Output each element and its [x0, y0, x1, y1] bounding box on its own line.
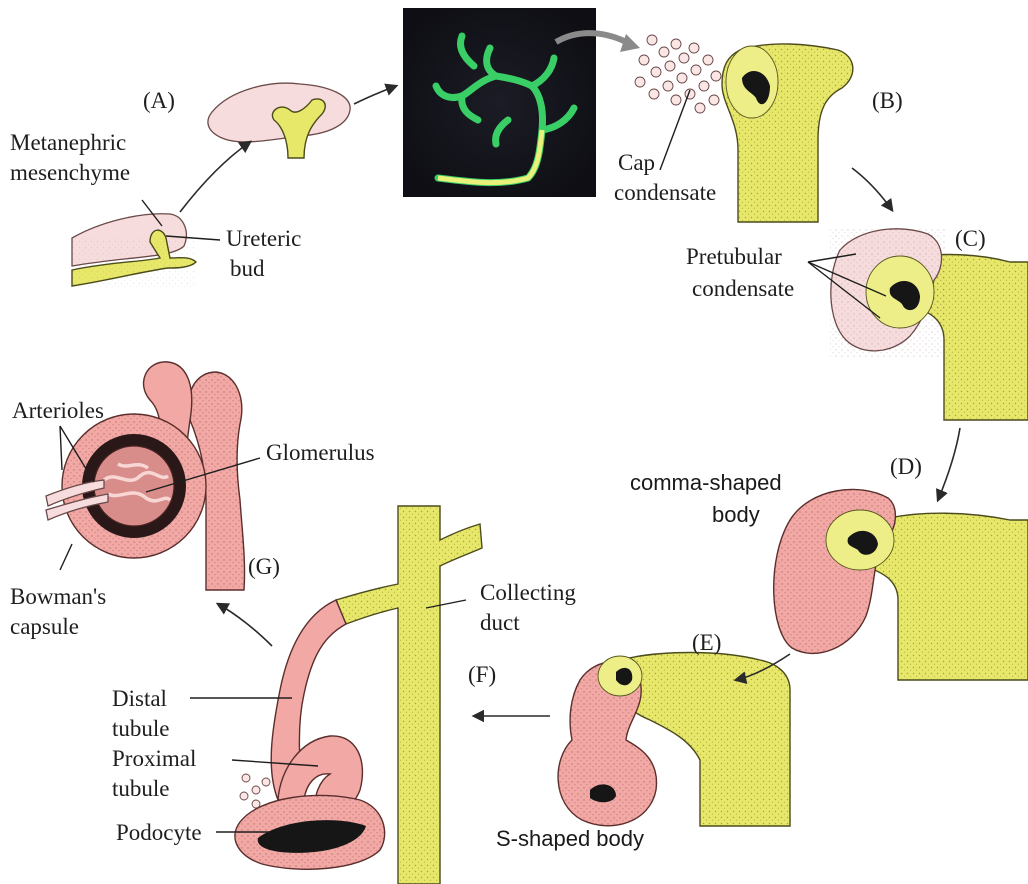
podocyte-cells [240, 774, 270, 808]
stage-e-s-shaped-body [558, 653, 790, 827]
label-b: (B) [872, 88, 903, 113]
proximal-tubule-label: tubule [112, 776, 170, 801]
collecting-label: Collecting [480, 580, 576, 605]
stage-a-branching-bud [208, 83, 350, 158]
stage-d-comma-body [774, 489, 1028, 680]
stage-g-glomerulus [46, 362, 245, 590]
cap-cells [635, 35, 721, 113]
s-shaped-body-label: S-shaped body [496, 826, 644, 851]
ureteric-label: Ureteric [226, 226, 301, 251]
arterioles-label: Arterioles [12, 398, 104, 423]
distal-label: Distal [112, 686, 167, 711]
glomerulus-label: Glomerulus [266, 440, 375, 465]
label-e: (E) [692, 630, 721, 655]
distal-tubule-label: tubule [112, 716, 170, 741]
label-g: (G) [248, 554, 280, 579]
proximal-label: Proximal [112, 746, 196, 771]
label-a: (A) [143, 88, 175, 113]
pretubular-condensate-label: condensate [692, 276, 794, 301]
capsule-label: capsule [10, 614, 79, 639]
comma-body-label: body [712, 502, 760, 527]
mesenchyme-label: mesenchyme [10, 160, 130, 185]
podocyte-label: Podocyte [116, 820, 202, 845]
cap-label: Cap [618, 150, 655, 175]
bud-label: bud [230, 256, 265, 281]
comma-shaped-label: comma-shaped [630, 470, 782, 495]
bowmans-label: Bowman's [10, 584, 106, 609]
stage-a-early-bud [72, 214, 196, 288]
label-f: (F) [468, 662, 496, 687]
cap-condensate-label: condensate [614, 180, 716, 205]
metanephric-label: Metanephric [10, 130, 126, 155]
pretubular-label: Pretubular [686, 244, 782, 269]
label-d: (D) [890, 454, 922, 479]
label-c: (C) [955, 226, 986, 251]
duct-label: duct [480, 610, 520, 635]
stage-c-pretubular [830, 228, 1028, 420]
